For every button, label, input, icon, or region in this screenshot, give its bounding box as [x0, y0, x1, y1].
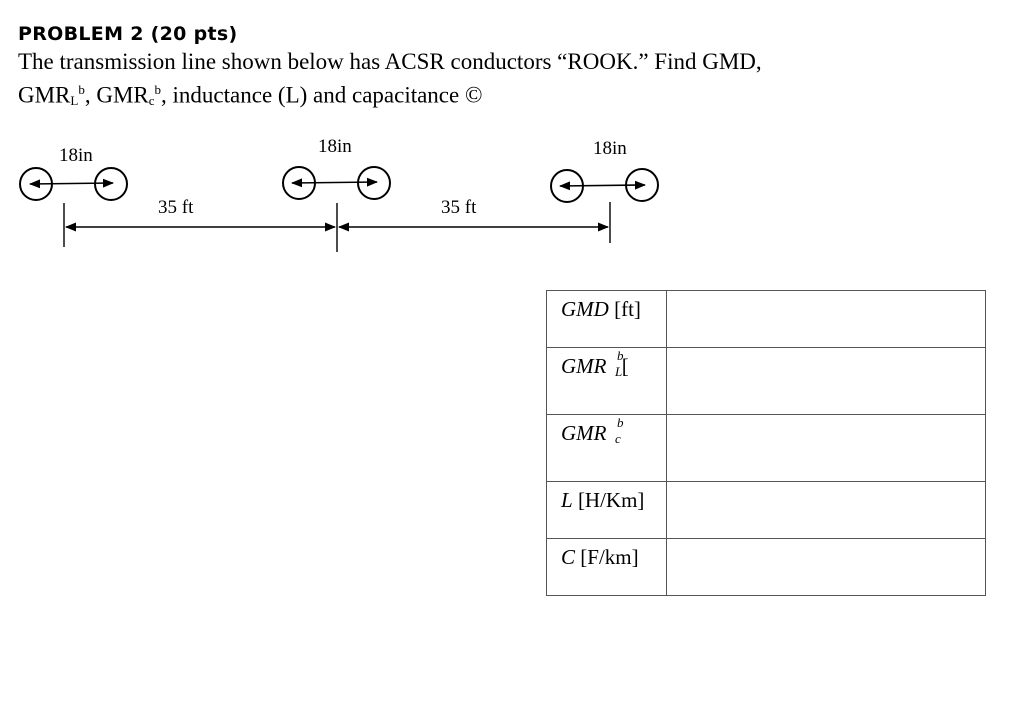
- label-main: GMR: [561, 421, 607, 445]
- bundle-spacing-arrow: [290, 177, 379, 188]
- label-subscript: L: [615, 364, 623, 379]
- bundle-spacing-label-1: 18in: [59, 145, 93, 166]
- gmr-l-superscript: b: [78, 82, 85, 97]
- answer-cell-gmd[interactable]: [666, 290, 986, 348]
- table-row: C [F/km]: [546, 538, 986, 596]
- phase-spacing-label-2: 35 ft: [441, 197, 477, 218]
- table-row-label: C [F/km]: [546, 538, 667, 596]
- bundle-spacing-arrow: [28, 178, 115, 189]
- table-row-label: L [H/Km]: [546, 481, 667, 539]
- label-unit: [: [616, 354, 629, 378]
- label-unit: [F/km]: [575, 545, 639, 569]
- gmr-l-text: GMR: [18, 82, 71, 108]
- phase-spacing-label-1: 35 ft: [158, 197, 194, 218]
- gmr-c-text: GMR: [96, 82, 149, 108]
- gmr-l-subscript: L: [70, 92, 79, 108]
- statement-line-1: The transmission line shown below has AC…: [18, 49, 762, 74]
- answer-cell-capacitance[interactable]: [666, 538, 986, 596]
- problem-title: PROBLEM 2 (20 pts): [18, 23, 238, 45]
- statement-rest: , inductance (L) and capacitance ©: [161, 82, 483, 108]
- label-superscript: b: [617, 348, 624, 363]
- bundle-spacing-arrow: [558, 180, 647, 191]
- label-unit: [H/Km]: [572, 488, 645, 512]
- label-main: GMD: [561, 297, 609, 321]
- conductor-diagram: 18in 18in 18in 35 ft 35 ft: [19, 136, 659, 252]
- conductor-circle: [94, 167, 128, 201]
- statement-separator: ,: [84, 82, 97, 108]
- label-subscript: c: [615, 431, 621, 446]
- gmr-c-subscript: c: [148, 92, 155, 108]
- conductor-circle: [357, 166, 391, 200]
- label-unit: [ft]: [608, 297, 641, 321]
- statement-line-2: GMRLb, GMRcb, inductance (L) and capacit…: [18, 76, 838, 113]
- label-main: L: [561, 488, 573, 512]
- label-superscript: b: [617, 415, 624, 430]
- table-row: L [H/Km]: [546, 481, 986, 539]
- table-row-label: GMD [ft]: [546, 290, 667, 348]
- table-row: GMD [ft]: [546, 290, 986, 348]
- bundle-spacing-label-2: 18in: [318, 136, 352, 157]
- answer-cell-gmr-l[interactable]: [666, 347, 986, 415]
- problem-statement: The transmission line shown below has AC…: [18, 48, 838, 113]
- label-main: C: [561, 545, 576, 569]
- answer-cell-gmr-c[interactable]: [666, 414, 986, 482]
- label-main: GMR: [561, 354, 607, 378]
- answer-cell-inductance[interactable]: [666, 481, 986, 539]
- bundle-spacing-label-3: 18in: [593, 138, 627, 159]
- gmr-c-superscript: b: [154, 82, 162, 97]
